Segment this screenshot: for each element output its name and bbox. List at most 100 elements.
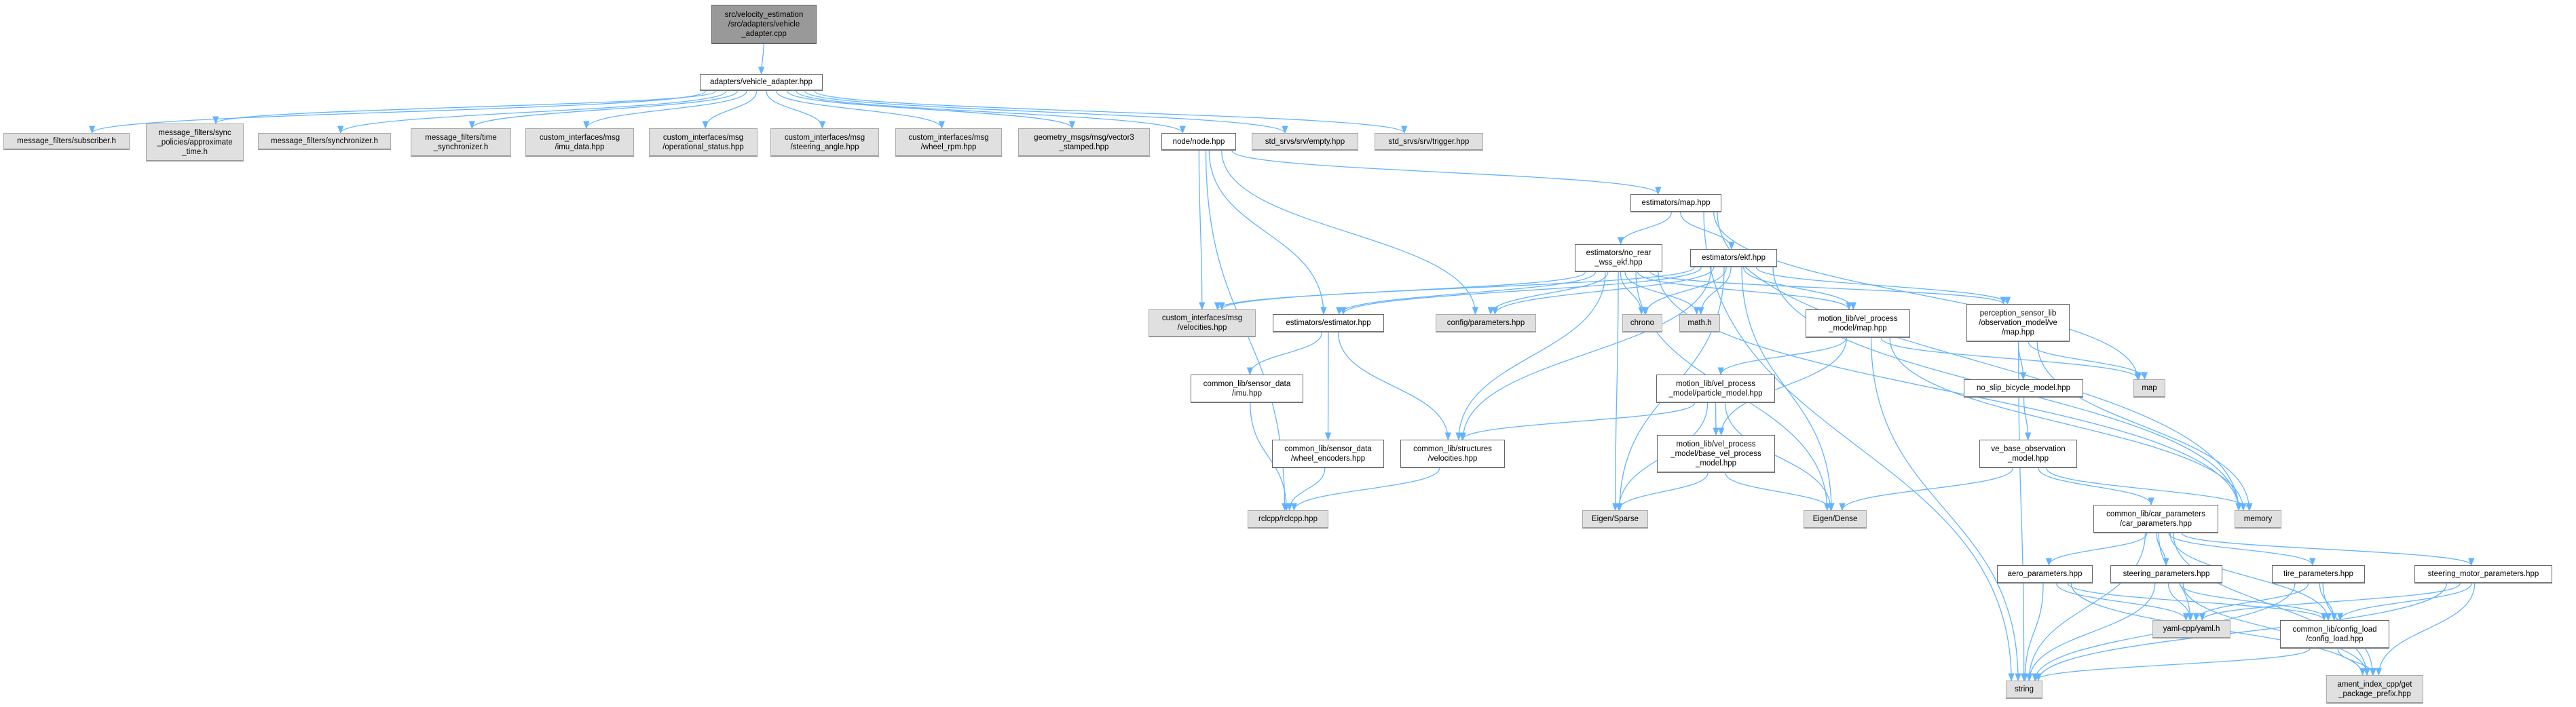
graph-node-root[interactable]: src/velocity_estimation /src/adapters/ve… xyxy=(711,5,817,44)
edge-vebase-to-car xyxy=(2038,467,2154,506)
edge-ekf-to-mmap xyxy=(1742,267,1856,311)
graph-node-sync[interactable]: message_filters/synchronizer.h xyxy=(258,133,391,150)
graph-node-tire[interactable]: tire_parameters.hpp xyxy=(2272,565,2365,584)
graph-node-sub[interactable]: message_filters/subscriber.h xyxy=(3,133,130,150)
graph-node-ekf[interactable]: estimators/ekf.hpp xyxy=(1690,249,1777,267)
graph-node-steermotor[interactable]: steering_motor_parameters.hpp xyxy=(2414,565,2552,584)
edge-steermotor-to-cfgload xyxy=(2336,583,2472,622)
graph-node-wheelrpm[interactable]: custom_interfaces/msg /wheel_rpm.hpp xyxy=(895,128,1002,157)
graph-node-imudata[interactable]: custom_interfaces/msg /imu_data.hpp xyxy=(525,128,634,157)
edge-car-to-aero xyxy=(2045,533,2148,567)
graph-node-pmap[interactable]: perception_sensor_lib /observation_model… xyxy=(1966,304,2070,342)
edge-ekf-to-estimator xyxy=(1340,267,1702,316)
edge-steermotor-to-string xyxy=(2035,583,2448,682)
graph-node-car[interactable]: common_lib/car_parameters /car_parameter… xyxy=(2093,505,2218,533)
edge-node-to-estimator xyxy=(1208,150,1327,316)
graph-node-vebase[interactable]: ve_base_observation _model.hpp xyxy=(1979,440,2077,468)
edge-steerp-to-yaml xyxy=(2167,583,2194,622)
graph-node-basevel[interactable]: motion_lib/vel_process _model/base_vel_p… xyxy=(1657,435,1775,473)
graph-node-yaml[interactable]: yaml-cpp/yaml.h xyxy=(2152,620,2230,638)
edge-norear-to-chrono xyxy=(1620,271,1645,316)
edge-tire-to-yaml xyxy=(2192,583,2309,622)
graph-node-memory[interactable]: memory xyxy=(2235,510,2281,529)
edge-mmap-to-map xyxy=(1880,337,2142,381)
graph-node-empty[interactable]: std_srvs/srv/empty.hpp xyxy=(1252,133,1358,151)
edge-va-to-vec3 xyxy=(786,90,1076,130)
edge-basevel-to-sparse xyxy=(1616,472,1709,512)
edge-va-to-empty xyxy=(804,90,1288,134)
edge-steermotor-to-ament xyxy=(2375,583,2476,676)
graph-node-noslip[interactable]: no_slip_bicycle_model.hpp xyxy=(1964,379,2083,398)
graph-node-norear[interactable]: estimators/no_rear _wss_ekf.hpp xyxy=(1575,244,1662,272)
graph-node-chrono[interactable]: chrono xyxy=(1622,314,1662,332)
graph-node-svel[interactable]: common_lib/structures /velocities.hpp xyxy=(1400,440,1505,468)
graph-node-steerang[interactable]: custom_interfaces/msg /steering_angle.hp… xyxy=(770,128,879,157)
edge-vebase-to-dense xyxy=(1839,467,2013,512)
edge-imu-to-rclcpp xyxy=(1250,402,1290,512)
edge-emap-to-ekf xyxy=(1680,212,1735,250)
graph-node-dense[interactable]: Eigen/Dense xyxy=(1804,510,1867,529)
graph-node-wenc[interactable]: common_lib/sensor_data /wheel_encoders.h… xyxy=(1272,440,1384,468)
graph-node-node[interactable]: node/node.hpp xyxy=(1161,133,1236,151)
edge-particle-to-svel xyxy=(1459,402,1696,441)
graph-node-estimator[interactable]: estimators/estimator.hpp xyxy=(1273,314,1384,332)
graph-node-imu[interactable]: common_lib/sensor_data /imu.hpp xyxy=(1191,375,1303,403)
edge-ekf-to-mathh xyxy=(1698,267,1732,316)
edge-node-to-civel xyxy=(1198,150,1206,311)
edge-steerp-to-string xyxy=(2026,583,2156,682)
edge-va-to-ops xyxy=(702,90,758,130)
graph-node-cfgload[interactable]: common_lib/config_load /config_load.hpp xyxy=(2280,620,2389,649)
edge-node-to-emap xyxy=(1231,150,1662,195)
graph-node-trigger[interactable]: std_srvs/srv/trigger.hpp xyxy=(1375,133,1483,151)
edge-vebase-to-memory xyxy=(2046,467,2253,512)
edge-cfgload-to-string xyxy=(2032,648,2311,682)
edge-root-to-va xyxy=(758,43,765,75)
graph-node-vec3[interactable]: geometry_msgs/msg/vector3 _stamped.hpp xyxy=(1018,128,1150,157)
graph-node-tsync[interactable]: message_filters/time _synchronizer.h xyxy=(411,128,511,157)
graph-node-mathh[interactable]: math.h xyxy=(1679,314,1720,332)
edge-car-to-steerp xyxy=(2156,533,2169,567)
graph-node-va[interactable]: adapters/vehicle_adapter.hpp xyxy=(700,74,823,91)
edge-ekf-to-dense xyxy=(1741,267,1835,512)
graph-node-civel[interactable]: custom_interfaces/msg /velocities.hpp xyxy=(1149,309,1256,337)
edge-svel-to-rclcpp xyxy=(1290,467,1440,512)
graph-node-map[interactable]: map xyxy=(2133,379,2165,398)
edge-va-to-approx xyxy=(212,90,717,125)
graph-node-ops[interactable]: custom_interfaces/msg /operational_statu… xyxy=(649,128,758,157)
edge-emap-to-map xyxy=(1713,212,2141,381)
graph-node-particle[interactable]: motion_lib/vel_process _model/particle_m… xyxy=(1656,375,1775,403)
edge-basevel-to-dense xyxy=(1725,472,1834,512)
edge-mmap-to-basevel xyxy=(1718,337,1847,436)
edge-mmap-to-string xyxy=(1870,337,2021,682)
edge-va-to-steerang xyxy=(766,90,826,130)
graph-node-steerp[interactable]: steering_parameters.hpp xyxy=(2110,565,2222,584)
graph-node-sparse[interactable]: Eigen/Sparse xyxy=(1582,510,1648,529)
edge-car-to-cfgload xyxy=(2169,533,2332,622)
edge-estimator-to-imu xyxy=(1246,332,1323,376)
graph-node-emap[interactable]: estimators/map.hpp xyxy=(1630,194,1721,212)
graph-node-string[interactable]: string xyxy=(2006,681,2042,699)
graph-node-rclcpp[interactable]: rclcpp/rclcpp.hpp xyxy=(1248,510,1328,529)
edge-steerp-to-ament xyxy=(2182,583,2370,676)
edge-pmap-to-string xyxy=(2018,341,2028,682)
edge-emap-to-norear xyxy=(1617,212,1672,246)
edge-particle-to-dense xyxy=(1724,402,1834,512)
edge-norear-to-svel xyxy=(1455,271,1606,441)
edge-norear-to-sparse xyxy=(1612,271,1619,512)
edge-wenc-to-rclcpp xyxy=(1286,467,1326,512)
edge-aero-to-string xyxy=(2021,583,2044,682)
edge-va-to-imudata xyxy=(583,90,747,130)
graph-node-ament[interactable]: ament_index_cpp/get _package_prefix.hpp xyxy=(2326,675,2423,704)
graph-node-params[interactable]: config/parameters.hpp xyxy=(1436,314,1536,332)
edge-estimator-to-svel xyxy=(1337,332,1451,441)
edge-car-to-string xyxy=(2026,533,2146,682)
edge-pmap-to-map xyxy=(2028,341,2148,381)
edge-va-to-sync xyxy=(337,90,727,134)
graph-node-mmap[interactable]: motion_lib/vel_process _model/map.hpp xyxy=(1806,309,1910,338)
edge-mmap-to-particle xyxy=(1717,337,1847,376)
graph-node-approx[interactable]: message_filters/sync _policies/approxima… xyxy=(146,123,244,161)
edge-car-to-tire xyxy=(2168,533,2316,567)
graph-node-aero[interactable]: aero_parameters.hpp xyxy=(1997,565,2093,584)
